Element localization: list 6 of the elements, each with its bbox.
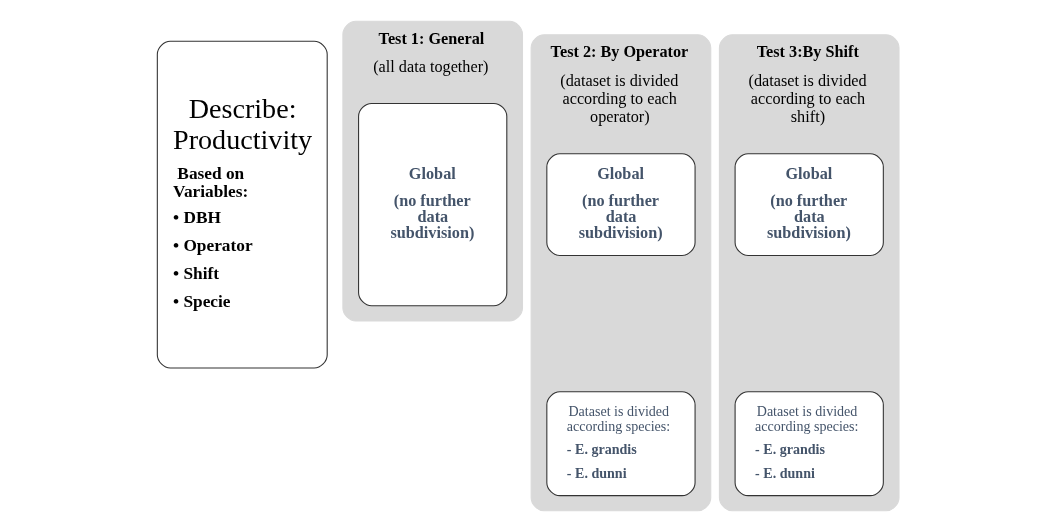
node-box: Global (no further data subdivision) (734, 153, 884, 256)
node-box: Global (no further data subdivision) (545, 153, 696, 256)
node-box: Dataset is divided according species: - E. grandis - E. dunni (734, 391, 884, 497)
node-box: Dataset is divided according species: - E. grandis - E. dunni (545, 391, 696, 497)
node-box: Global (no further data subdivision) (357, 102, 507, 307)
node-box: Describe: Productivity Based on Variables: • DBH • Operator • Shift • Specie (156, 40, 328, 369)
